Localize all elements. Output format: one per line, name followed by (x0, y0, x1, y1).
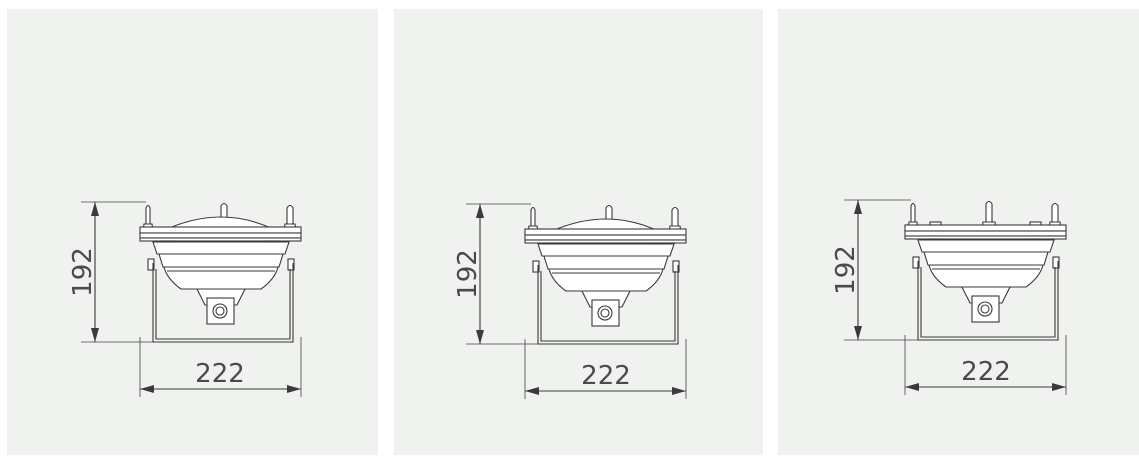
width-dimension: 222 (139, 337, 302, 397)
height-dimension: 192 (453, 203, 538, 345)
height-dimension: 192 (831, 199, 918, 341)
drawing-panel-1: 192 222 (7, 9, 378, 455)
height-label: 192 (68, 247, 98, 297)
fixture-drawing (524, 204, 687, 345)
height-label: 192 (831, 245, 861, 295)
technical-drawing-2: 192 222 (453, 203, 687, 399)
width-label: 222 (961, 357, 1011, 387)
fixture-drawing (904, 200, 1067, 341)
drawing-panel-2: 192 222 (394, 9, 763, 455)
height-dimension: 192 (68, 201, 153, 343)
height-label: 192 (453, 249, 483, 299)
width-label: 222 (195, 359, 245, 389)
technical-drawing-1: 192 222 (68, 201, 302, 397)
width-dimension: 222 (904, 335, 1067, 395)
drawing-panel-3: 192 222 (778, 9, 1139, 455)
width-dimension: 222 (524, 339, 687, 399)
fixture-drawing (139, 202, 302, 343)
width-label: 222 (581, 361, 631, 391)
technical-drawing-3: 192 222 (831, 199, 1067, 395)
